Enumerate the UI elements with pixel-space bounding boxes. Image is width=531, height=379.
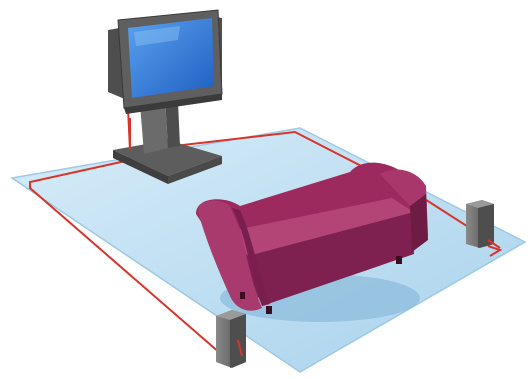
television-on-stand [108, 10, 222, 184]
front-left-speaker [216, 310, 246, 368]
